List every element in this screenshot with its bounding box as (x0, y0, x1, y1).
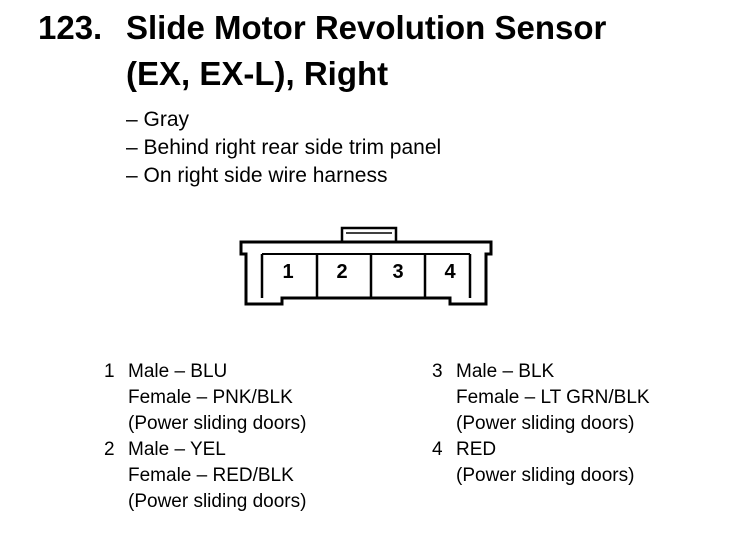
connector-harness: – On right side wire harness (126, 164, 388, 187)
terminal-label-1: 1 (282, 261, 293, 283)
pin-number: 1 (104, 361, 115, 382)
connector-lock-tab (340, 226, 398, 242)
pin-list-right: 3 Male – BLK Female – LT GRN/BLK (Power … (432, 359, 650, 489)
pin-number: 4 (432, 439, 443, 460)
connector-location: – Behind right rear side trim panel (126, 136, 442, 159)
pin-list-left: 1 Male – BLU Female – PNK/BLK (Power sli… (104, 359, 306, 515)
connector-diagram: 1 2 3 4 (239, 226, 493, 306)
pin-male-wire: Male – YEL (128, 439, 226, 460)
connector-info-list: – Gray – Behind right rear side trim pan… (126, 106, 441, 190)
pin-female-wire: Female – RED/BLK (128, 465, 294, 486)
component-number: 123. (38, 9, 103, 46)
pin-number: 3 (432, 361, 443, 382)
connector-color: – Gray (126, 108, 190, 131)
connector-housing (239, 240, 493, 306)
pin-circuit: (Power sliding doors) (128, 491, 307, 512)
pin-female-wire: Female – LT GRN/BLK (456, 387, 650, 408)
pin-entry-4: 4 RED (Power sliding doors) (432, 437, 650, 489)
pin-entry-1: 1 Male – BLU Female – PNK/BLK (Power sli… (104, 359, 306, 437)
pin-entry-2: 2 Male – YEL Female – RED/BLK (Power sli… (104, 437, 306, 515)
pin-female-wire: Female – PNK/BLK (128, 387, 293, 408)
component-title: Slide Motor Revolution Sensor (126, 9, 607, 46)
pin-wire: RED (456, 439, 497, 460)
pin-circuit: (Power sliding doors) (456, 465, 635, 486)
terminal-label-2: 2 (336, 261, 347, 283)
component-title-variant: (EX, EX-L), Right (126, 55, 389, 92)
pin-male-wire: Male – BLU (128, 361, 228, 382)
terminal-label-4: 4 (444, 261, 456, 283)
pin-number: 2 (104, 439, 115, 460)
pin-circuit: (Power sliding doors) (456, 413, 635, 434)
terminal-label-3: 3 (392, 261, 403, 283)
pin-circuit: (Power sliding doors) (128, 413, 307, 434)
pin-entry-3: 3 Male – BLK Female – LT GRN/BLK (Power … (432, 359, 650, 437)
pin-male-wire: Male – BLK (456, 361, 555, 382)
